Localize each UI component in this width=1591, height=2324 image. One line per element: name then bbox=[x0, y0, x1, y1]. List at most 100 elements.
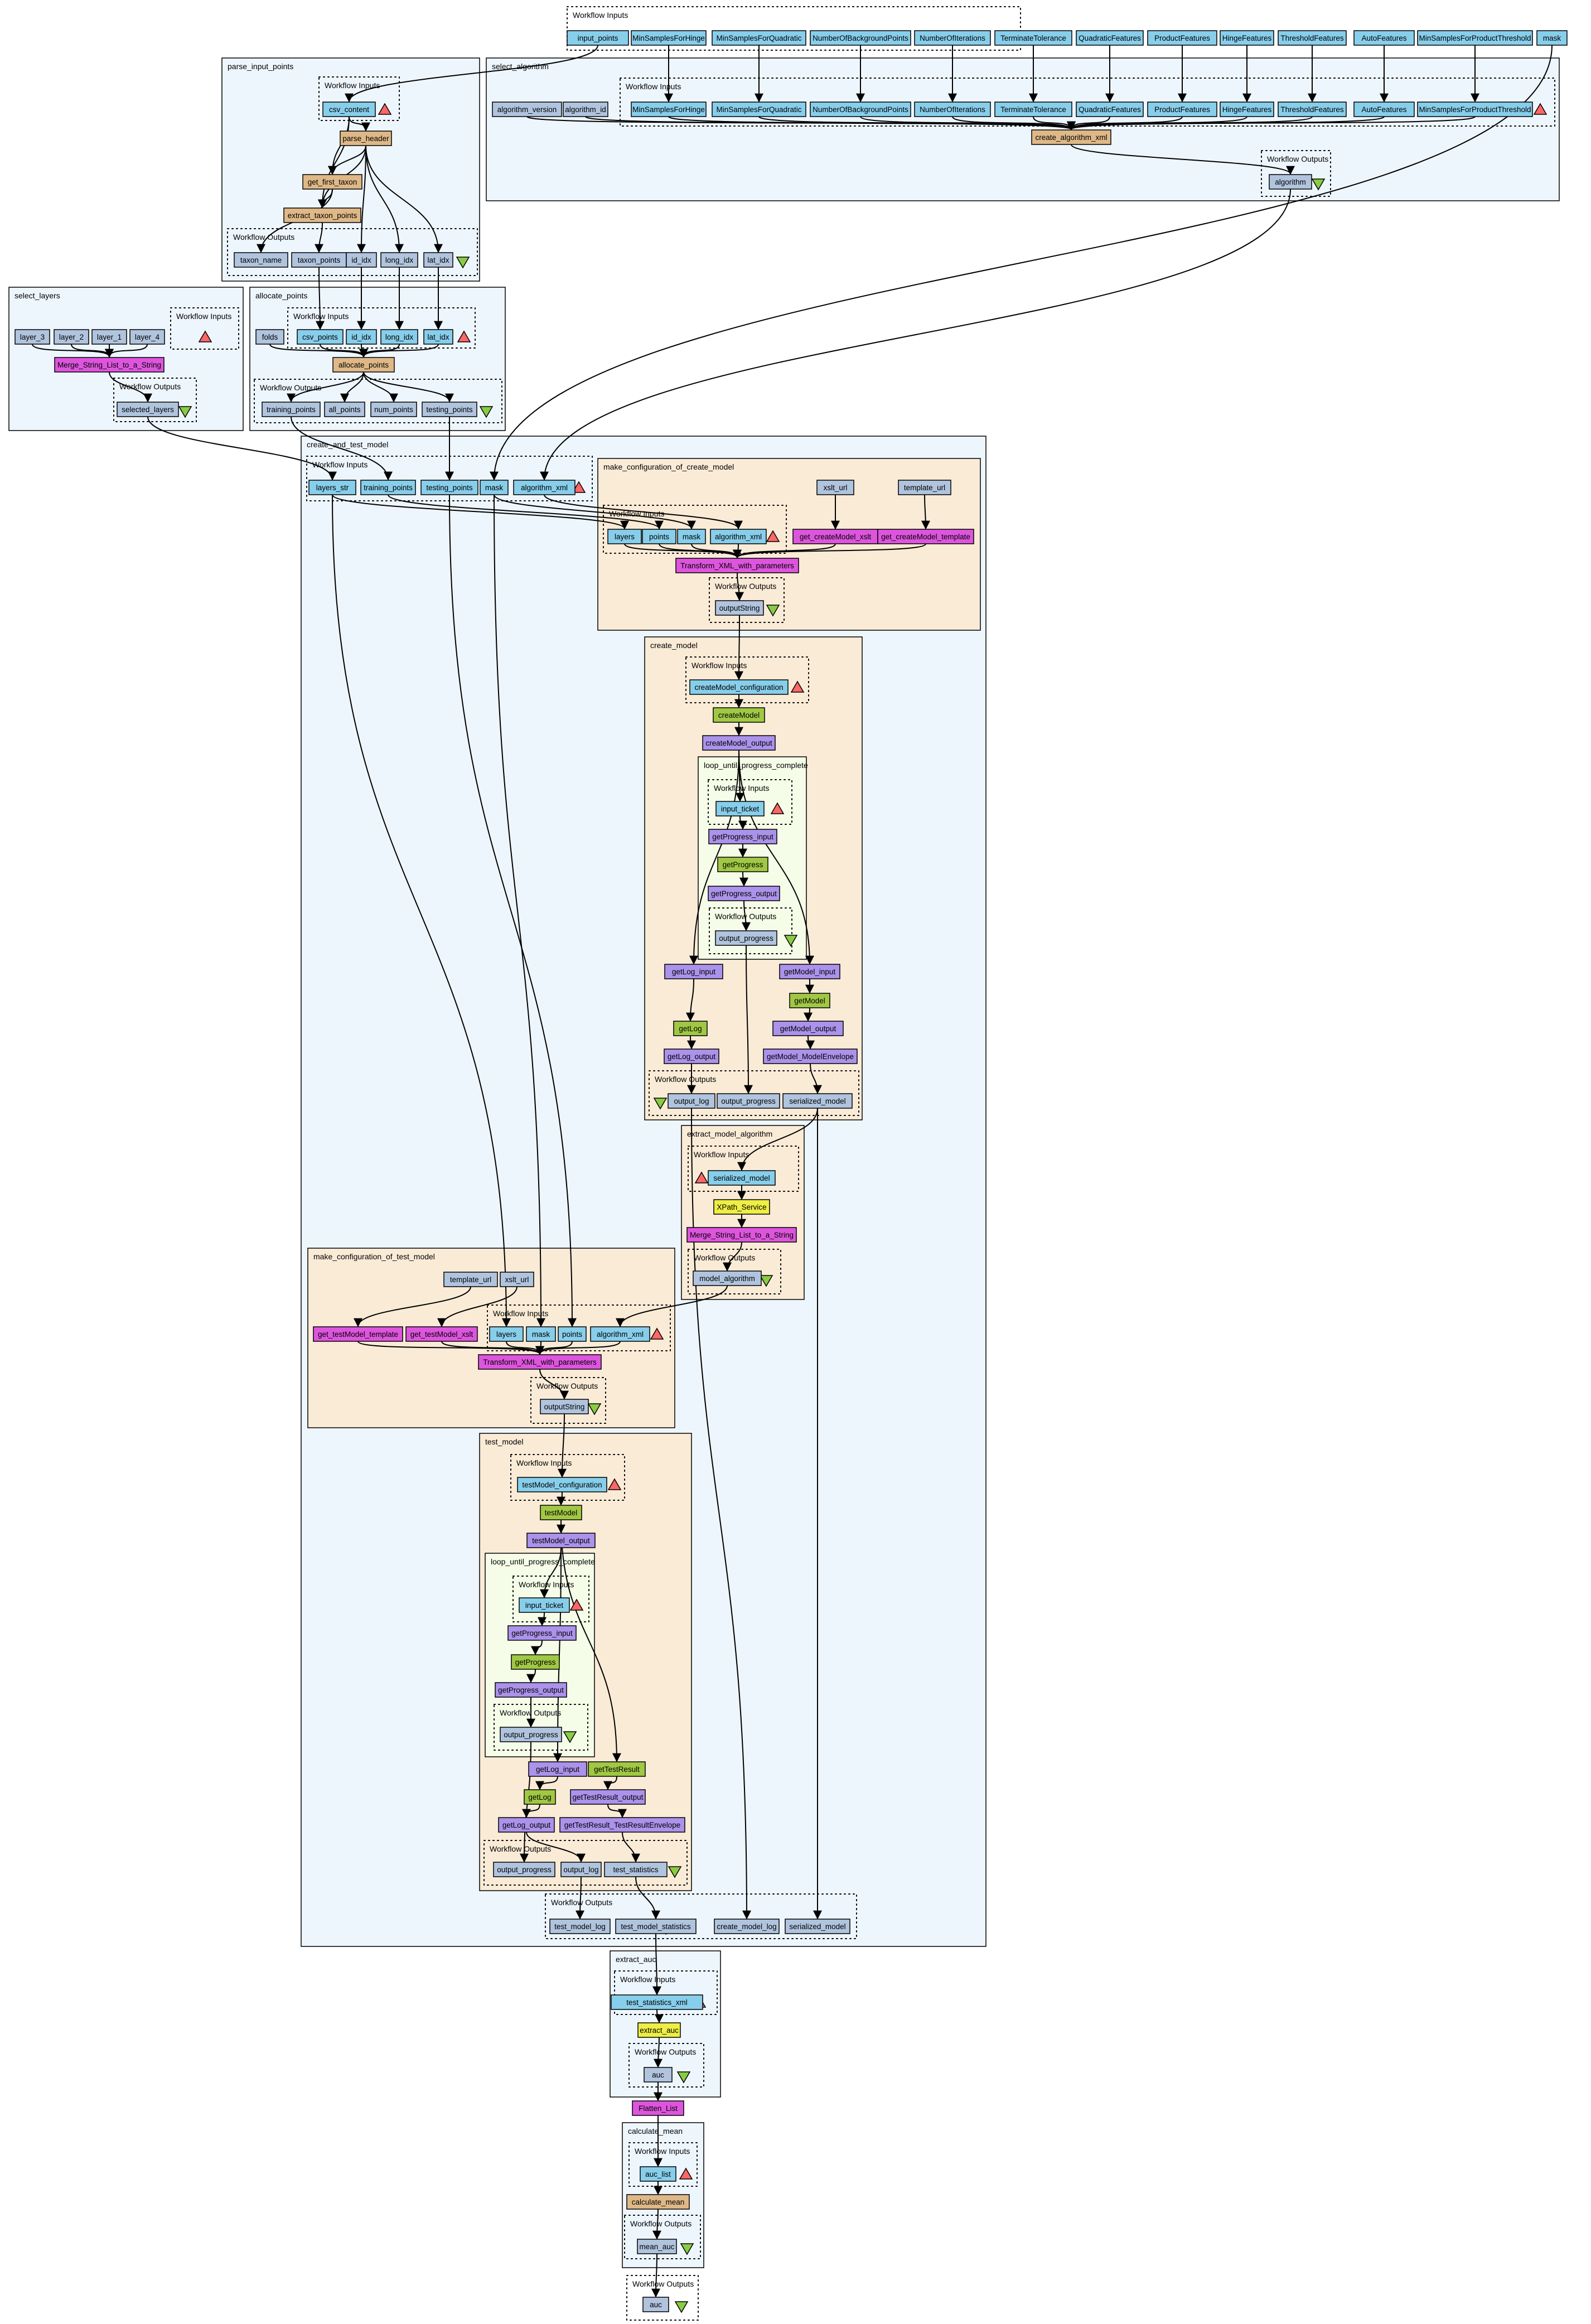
node-x-tsx[interactable]: test_statistics_xml bbox=[611, 1994, 703, 2010]
node-a-lat[interactable]: lat_idx bbox=[423, 329, 453, 345]
node-s-aid[interactable]: algorithm_id bbox=[563, 102, 608, 117]
node-k-al[interactable]: auc_list bbox=[640, 2166, 676, 2182]
node-tm-o-log[interactable]: output_log bbox=[560, 1862, 602, 1877]
node-tm-glo[interactable]: getLog_output bbox=[498, 1817, 555, 1833]
node-m1-gx[interactable]: get_createModel_xslt bbox=[792, 529, 878, 544]
node-t-msh[interactable]: MinSamplesForHinge bbox=[631, 30, 707, 46]
node-t-pf[interactable]: ProductFeatures bbox=[1147, 30, 1217, 46]
node-cm-o-log[interactable]: output_log bbox=[668, 1093, 715, 1109]
node-p-o-tn[interactable]: taxon_name bbox=[234, 252, 288, 268]
node-cm-gme[interactable]: getModel_ModelEnvelope bbox=[763, 1049, 858, 1064]
node-m1-alg[interactable]: algorithm_xml bbox=[710, 529, 767, 544]
node-cm-o-prog[interactable]: output_progress bbox=[717, 1093, 780, 1109]
node-l-l3[interactable]: layer_3 bbox=[14, 329, 50, 345]
node-m1-xslt[interactable]: xslt_url bbox=[816, 480, 854, 495]
node-t-mspt[interactable]: MinSamplesForProductThreshold bbox=[1417, 30, 1533, 46]
node-tm-op[interactable]: output_progress bbox=[500, 1727, 562, 1742]
node-m1-mask[interactable]: mask bbox=[677, 529, 706, 544]
node-a-id[interactable]: id_idx bbox=[346, 329, 377, 345]
node-x-ea[interactable]: extract_auc bbox=[637, 2022, 681, 2038]
node-tm-gli[interactable]: getLog_input bbox=[528, 1761, 587, 1777]
node-m2-points[interactable]: points bbox=[558, 1326, 587, 1342]
node-flatten[interactable]: Flatten_List bbox=[632, 2100, 684, 2116]
node-e-o[interactable]: model_algorithm bbox=[693, 1270, 762, 1286]
node-e-xp[interactable]: XPath_Service bbox=[713, 1199, 770, 1215]
node-cm-gm[interactable]: getModel bbox=[789, 993, 830, 1008]
node-s-pf[interactable]: ProductFeatures bbox=[1147, 102, 1217, 117]
node-s-cax[interactable]: create_algorithm_xml bbox=[1031, 129, 1111, 145]
node-tm-gpo[interactable]: getProgress_output bbox=[495, 1682, 567, 1698]
node-m1-layers[interactable]: layers bbox=[607, 529, 642, 544]
node-p-o-tp[interactable]: taxon_points bbox=[291, 252, 347, 268]
node-l-l4[interactable]: layer_4 bbox=[129, 329, 165, 345]
node-s-msh[interactable]: MinSamplesForHinge bbox=[631, 102, 707, 117]
node-s-tf[interactable]: ThresholdFeatures bbox=[1278, 102, 1347, 117]
node-m2-alg[interactable]: algorithm_xml bbox=[590, 1326, 650, 1342]
node-k-cm[interactable]: calculate_mean bbox=[626, 2194, 690, 2210]
node-m2-xslt[interactable]: xslt_url bbox=[500, 1272, 534, 1287]
node-tm-gp[interactable]: getProgress bbox=[511, 1654, 560, 1670]
node-tm-tm[interactable]: testModel bbox=[540, 1505, 582, 1520]
node-cm-gli[interactable]: getLog_input bbox=[664, 964, 723, 979]
node-co-sm[interactable]: serialized_model bbox=[785, 1919, 850, 1934]
node-c-mask[interactable]: mask bbox=[480, 480, 509, 495]
node-t-hf[interactable]: HingeFeatures bbox=[1220, 30, 1274, 46]
node-a-folds[interactable]: folds bbox=[255, 329, 284, 345]
node-m2-o[interactable]: outputString bbox=[540, 1399, 589, 1414]
node-tm-gtro[interactable]: getTestResult_output bbox=[570, 1789, 646, 1805]
node-a-o-num[interactable]: num_points bbox=[370, 402, 417, 417]
node-tm-gtre[interactable]: getTestResult_TestResultEnvelope bbox=[559, 1817, 685, 1833]
node-m1-points[interactable]: points bbox=[642, 529, 676, 544]
node-m2-mask[interactable]: mask bbox=[526, 1326, 556, 1342]
node-cm-gmo[interactable]: getModel_output bbox=[772, 1021, 844, 1036]
node-l-merge[interactable]: Merge_String_List_to_a_String bbox=[54, 357, 165, 373]
node-t-tt[interactable]: TerminateTolerance bbox=[994, 30, 1072, 46]
node-t-af[interactable]: AutoFeatures bbox=[1353, 30, 1415, 46]
node-m1-tx[interactable]: Transform_XML_with_parameters bbox=[675, 558, 799, 573]
node-cm-o-sm[interactable]: serialized_model bbox=[782, 1093, 853, 1109]
node-p-ph[interactable]: parse_header bbox=[340, 131, 392, 146]
node-f-auc[interactable]: auc bbox=[642, 2297, 669, 2312]
node-tm-it[interactable]: input_ticket bbox=[519, 1597, 570, 1613]
node-cm-gpi[interactable]: getProgress_input bbox=[708, 829, 777, 844]
node-c-layers[interactable]: layers_str bbox=[308, 480, 356, 495]
node-s-noi[interactable]: NumberOfIterations bbox=[914, 102, 991, 117]
node-s-tt[interactable]: TerminateTolerance bbox=[994, 102, 1072, 117]
node-tm-gtr[interactable]: getTestResult bbox=[588, 1761, 646, 1777]
node-t-mask[interactable]: mask bbox=[1536, 30, 1568, 46]
node-p-o-lat[interactable]: lat_idx bbox=[423, 252, 453, 268]
node-k-o[interactable]: mean_auc bbox=[637, 2239, 677, 2254]
node-a-csv[interactable]: csv_points bbox=[297, 329, 344, 345]
node-p-o-long[interactable]: long_idx bbox=[380, 252, 418, 268]
node-t-qf[interactable]: QuadraticFeatures bbox=[1076, 30, 1144, 46]
node-m2-tx[interactable]: Transform_XML_with_parameters bbox=[478, 1354, 602, 1370]
node-c-alg[interactable]: algorithm_xml bbox=[513, 480, 576, 495]
node-tm-o-stat[interactable]: test_statistics bbox=[604, 1862, 668, 1877]
node-s-hf[interactable]: HingeFeatures bbox=[1220, 102, 1274, 117]
node-s-nbp[interactable]: NumberOfBackgroundPoints bbox=[810, 102, 911, 117]
node-cm-cfg[interactable]: createModel_configuration bbox=[689, 679, 789, 695]
node-co-tml[interactable]: test_model_log bbox=[549, 1919, 611, 1934]
node-s-qf[interactable]: QuadraticFeatures bbox=[1076, 102, 1144, 117]
node-tm-cfg[interactable]: testModel_configuration bbox=[517, 1477, 607, 1492]
node-l-l2[interactable]: layer_2 bbox=[54, 329, 89, 345]
node-cm-glo[interactable]: getLog_output bbox=[664, 1049, 719, 1064]
node-s-av[interactable]: algorithm_version bbox=[492, 102, 562, 117]
node-tm-gl[interactable]: getLog bbox=[524, 1789, 556, 1805]
node-s-msq[interactable]: MinSamplesForQuadratic bbox=[712, 102, 806, 117]
node-m2-gx[interactable]: get_testModel_xslt bbox=[405, 1326, 478, 1342]
node-m2-tmpl[interactable]: template_url bbox=[443, 1272, 498, 1287]
node-t-input-points[interactable]: input_points bbox=[567, 30, 629, 46]
node-c-te[interactable]: testing_points bbox=[420, 480, 478, 495]
node-t-nbp[interactable]: NumberOfBackgroundPoints bbox=[810, 30, 911, 46]
node-cm-gp[interactable]: getProgress bbox=[717, 857, 768, 872]
node-s-af[interactable]: AutoFeatures bbox=[1353, 102, 1415, 117]
node-p-csv[interactable]: csv_content bbox=[322, 102, 376, 117]
node-t-msq[interactable]: MinSamplesForQuadratic bbox=[712, 30, 806, 46]
node-t-noi[interactable]: NumberOfIterations bbox=[914, 30, 991, 46]
node-e-merge[interactable]: Merge_String_List_to_a_String bbox=[686, 1227, 797, 1243]
node-tm-tmo[interactable]: testModel_output bbox=[526, 1533, 596, 1548]
node-l-o-sl[interactable]: selected_layers bbox=[117, 402, 179, 417]
node-a-o-te[interactable]: testing_points bbox=[422, 402, 477, 417]
node-a-o-all[interactable]: all_points bbox=[324, 402, 365, 417]
